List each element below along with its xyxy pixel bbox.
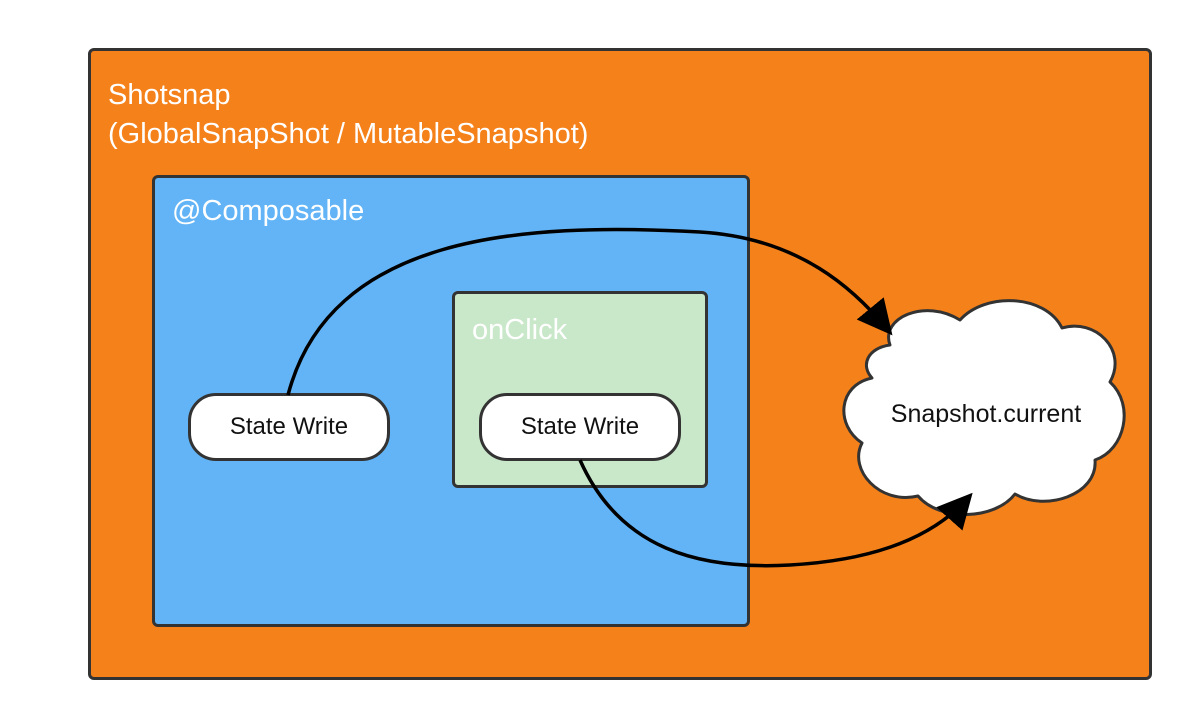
composable-title: @Composable [172,195,365,227]
onclick-state-write-label: State Write [520,413,640,440]
snapshot-current-label: Snapshot.current [890,400,1082,428]
composable-state-write-node: State Write [188,393,390,461]
shotsnap-subtitle: (GlobalSnapShot / MutableSnapshot) [108,118,589,150]
onclick-state-write-node: State Write [479,393,681,461]
shotsnap-title: Shotsnap [108,79,231,111]
onclick-title: onClick [472,314,568,346]
composable-state-write-label: State Write [229,413,349,440]
